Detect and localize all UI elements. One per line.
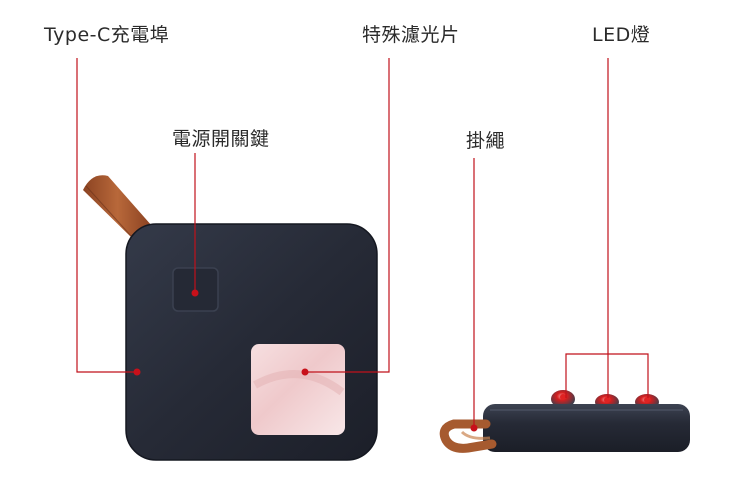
label-lanyard: 掛繩: [466, 130, 506, 152]
led-left: [551, 390, 575, 408]
callout-line-filter: [305, 58, 390, 373]
front-strap: [83, 175, 152, 238]
device-side: [483, 390, 690, 452]
callout-bracket-led: [565, 353, 649, 398]
callout-line-typec: [76, 58, 136, 373]
label-led-light: LED燈: [592, 24, 651, 46]
filter-window: [251, 344, 345, 435]
side-strap: [439, 419, 497, 453]
callout-dots: [133, 289, 478, 432]
callout-lines: [76, 58, 649, 428]
label-special-filter: 特殊濾光片: [362, 24, 460, 46]
label-power-switch: 電源開關鍵: [172, 128, 270, 150]
label-typec-port: Type-C充電埠: [44, 24, 170, 46]
